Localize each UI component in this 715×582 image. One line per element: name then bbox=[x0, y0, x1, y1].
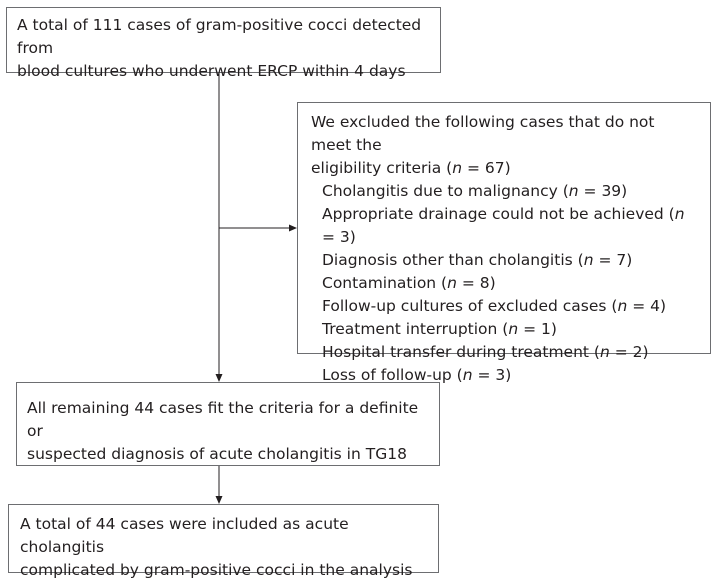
exclusion-item: Diagnosis other than cholangitis (n = 7) bbox=[322, 251, 633, 269]
exclusion-box: We excluded the following cases that do … bbox=[297, 102, 711, 384]
included-cases-line-1: A total of 44 cases were included as acu… bbox=[20, 515, 349, 556]
included-cases-line-2: complicated by gram-positive cocci in th… bbox=[20, 561, 413, 579]
exclusion-item: Cholangitis due to malignancy (n = 39) bbox=[322, 182, 628, 200]
exclusion-item: Follow-up cultures of excluded cases (n … bbox=[322, 297, 667, 315]
exclusion-item: Treatment interruption (n = 1) bbox=[322, 320, 557, 338]
initial-cases-line-2: blood cultures who underwent ERCP within… bbox=[17, 62, 406, 80]
eligible-cases-line-1: All remaining 44 cases fit the criteria … bbox=[27, 399, 419, 440]
included-cases-box: A total of 44 cases were included as acu… bbox=[8, 504, 439, 579]
exclusion-item: Appropriate drainage could not be achiev… bbox=[322, 205, 685, 246]
exclusion-item: Contamination (n = 8) bbox=[322, 274, 496, 292]
exclusion-header-line-1: We excluded the following cases that do … bbox=[311, 113, 655, 154]
eligible-cases-line-2: suspected diagnosis of acute cholangitis… bbox=[27, 445, 407, 463]
initial-cases-box: A total of 111 cases of gram-positive co… bbox=[6, 7, 441, 80]
eligible-cases-box: All remaining 44 cases fit the criteria … bbox=[16, 382, 440, 466]
initial-cases-line-1: A total of 111 cases of gram-positive co… bbox=[17, 16, 422, 57]
exclusion-item: Hospital transfer during treatment (n = … bbox=[322, 343, 649, 361]
exclusion-item: Loss of follow-up (n = 3) bbox=[322, 366, 512, 384]
exclusion-header-line-2: eligibility criteria (n = 67) bbox=[311, 159, 511, 177]
